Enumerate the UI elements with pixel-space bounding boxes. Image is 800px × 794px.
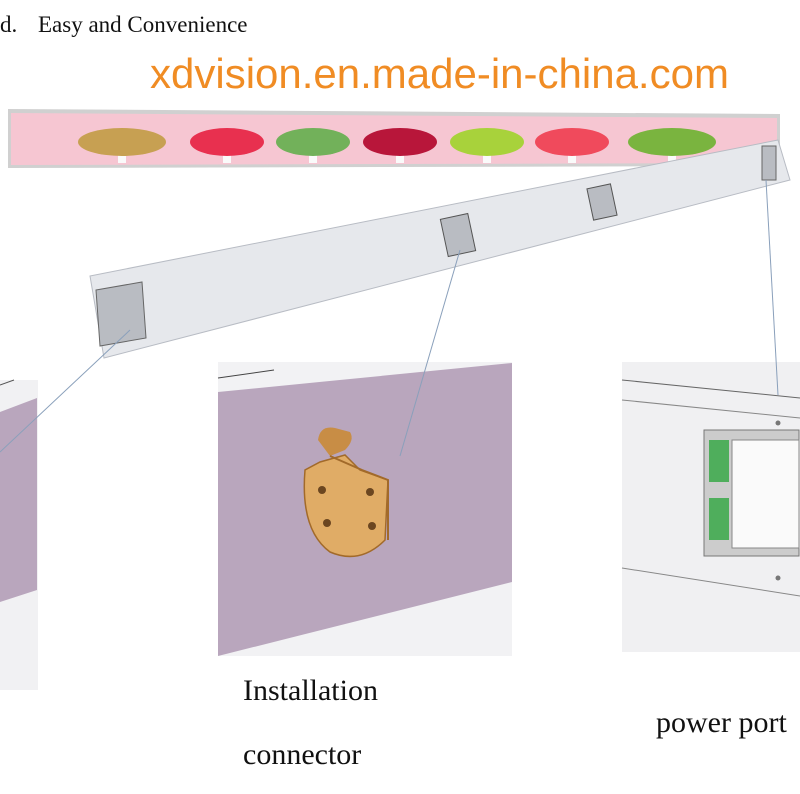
display-bar-back [89, 139, 791, 359]
installation-label-line1: Installation [243, 674, 378, 707]
left-panel [0, 379, 38, 690]
lollipop-icon [535, 128, 609, 163]
watermark: xdvision.en.made-in-china.com [150, 50, 729, 97]
lollipop-icon [276, 128, 350, 163]
lollipop-icon [450, 128, 524, 163]
power-port-connector [709, 498, 729, 540]
lollipop-icon [628, 128, 716, 163]
power-port-panel [621, 362, 800, 652]
power-port-label: power port [656, 706, 787, 739]
list-marker: d. [0, 12, 18, 37]
copper-clip-icon [303, 427, 389, 558]
lollipop-icon [78, 128, 166, 163]
lollipop-icon [190, 128, 264, 163]
power-port-connector [709, 440, 729, 482]
callout-lines [0, 179, 779, 457]
lollipop-icon [363, 128, 437, 163]
lollipop-display-strip [8, 109, 780, 168]
installation-label-line2: connector [243, 738, 362, 771]
section-heading: Easy and Convenience [38, 12, 248, 37]
